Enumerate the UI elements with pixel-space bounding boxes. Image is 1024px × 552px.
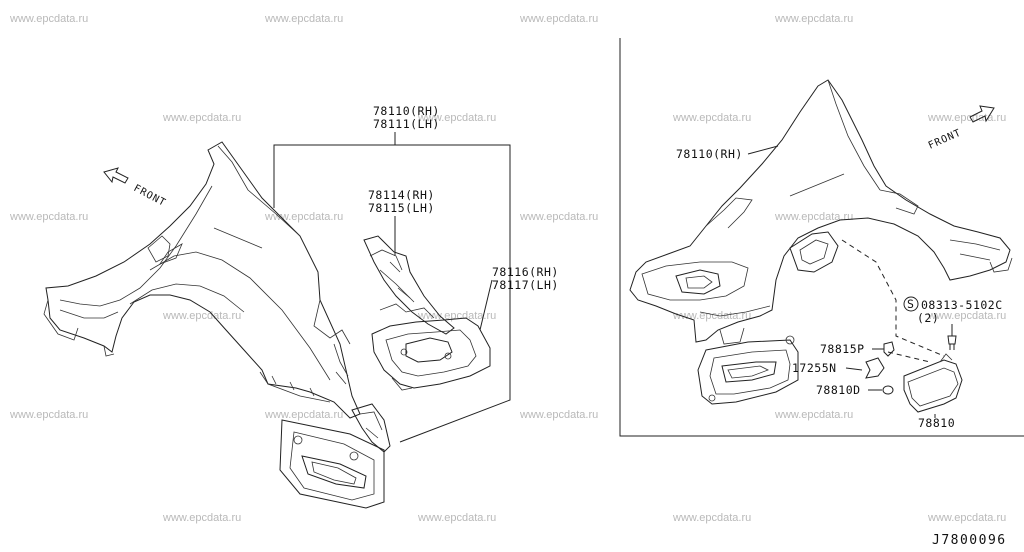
watermark: www.epcdata.ru [417,310,496,322]
fuel-filler-lid [903,353,963,413]
front-label: FRONT [927,127,964,151]
watermark: www.epcdata.ru [9,409,88,421]
label-78111-lh: 78111(LH) [373,117,440,131]
inset-frame [619,38,1024,437]
watermark: www.epcdata.ru [417,512,496,524]
label-screw-qty: (2) [917,311,939,325]
label-08313-5102c: 08313-5102C [921,298,1003,312]
watermark: www.epcdata.ru [774,211,853,223]
label-78810: 78810 [918,416,955,430]
label-78815p: 78815P [820,342,865,356]
label-78116-rh: 78116(RH) [492,265,559,279]
label-78810d: 78810D [816,383,861,397]
spring-17255n [865,357,885,379]
watermark: www.epcdata.ru [672,310,751,322]
watermark: www.epcdata.ru [9,13,88,25]
label-78114-rh: 78114(RH) [368,188,435,202]
watermark: www.epcdata.ru [417,112,496,124]
watermark: www.epcdata.ru [774,409,853,421]
watermark: www.epcdata.ru [162,512,241,524]
watermark: www.epcdata.ru [519,211,598,223]
watermark: www.epcdata.ru [672,512,751,524]
left-view: FRONT 78110(RH) 78111(LH) 78114(RH) [43,104,559,509]
screw-symbol-text: S [907,297,914,311]
watermark: www.epcdata.ru [162,112,241,124]
lower-rear-panel [279,403,391,509]
front-arrow-icon [969,105,995,123]
leader-78110-bracket [273,144,511,443]
watermark: www.epcdata.ru [927,310,1006,322]
watermark: www.epcdata.ru [774,13,853,25]
watermark: www.epcdata.ru [927,112,1006,124]
screw-part [947,335,957,350]
label-78117-lh: 78117(LH) [492,278,559,292]
label-78115-lh: 78115(LH) [368,201,435,215]
screw-symbol-icon: S [903,296,919,312]
watermark: www.epcdata.ru [264,13,343,25]
inner-extension-panel [371,303,491,391]
watermark: www.epcdata.ru [927,512,1006,524]
bumper-78810d [882,385,894,395]
watermark: www.epcdata.ru [9,211,88,223]
leader-78110 [747,145,779,155]
front-arrow-icon [103,167,129,184]
leader-78116 [479,279,493,331]
watermark: www.epcdata.ru [264,409,343,421]
right-view: FRONT 78110(RH) [629,79,1013,430]
watermark: www.epcdata.ru [162,310,241,322]
assembly-line-lid [841,239,945,357]
label-17255n: 17255N [792,361,837,375]
leader-17255n [845,367,863,371]
assembly-line-spring [887,351,931,363]
watermark: www.epcdata.ru [519,13,598,25]
watermark: www.epcdata.ru [672,112,751,124]
watermark: www.epcdata.ru [264,211,343,223]
quarter-panel-assembly [629,79,1013,405]
watermark: www.epcdata.ru [519,409,598,421]
quarter-panel-outer [43,141,361,419]
inner-wheelhouse-panel [363,235,455,335]
front-label: FRONT [132,183,168,209]
label-78110-rh: 78110(RH) [373,104,440,118]
clip-78815p [883,341,895,357]
label-78110-rh: 78110(RH) [676,147,743,161]
diagram-code: J7800096 [932,533,1007,548]
